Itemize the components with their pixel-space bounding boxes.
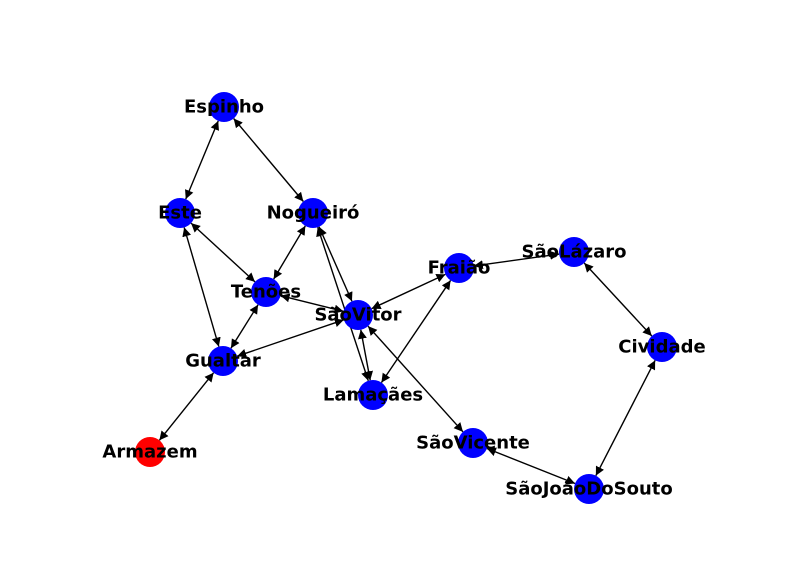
edge-sao-lazaro-cividade (583, 262, 653, 337)
edge-tenoes-sao-vitor (280, 293, 344, 314)
node-este (165, 198, 195, 228)
node-sao-lazaro (559, 237, 589, 267)
node-label-tenoes: Tenões (231, 282, 301, 303)
edge-sao-vicente-sao-joao-do-souto (486, 447, 576, 485)
nodes-layer (135, 92, 677, 504)
node-sao-joao-do-souto (574, 474, 604, 504)
node-label-este: Este (158, 203, 202, 224)
node-label-fraiao: Fraião (428, 258, 491, 279)
edge-este-tenoes (190, 222, 256, 283)
edge-lamacaes-fraiao (380, 280, 452, 383)
node-label-lamacaes: Lamaçães (323, 385, 423, 406)
node-tenoes (251, 277, 281, 307)
node-espinho (209, 92, 239, 122)
node-sao-vicente (458, 428, 488, 458)
edge-fraiao-sao-lazaro (473, 250, 560, 270)
edge-tenoes-gualtar (230, 304, 259, 349)
node-label-nogueiro: Nogueiró (267, 203, 360, 224)
node-gualtar (208, 346, 238, 376)
node-label-cividade: Cividade (618, 337, 705, 358)
node-label-armazem: Armazem (102, 442, 197, 463)
edge-gualtar-sao-vitor (236, 318, 345, 358)
node-label-sao-lazaro: SãoLázaro (522, 242, 627, 263)
edge-gualtar-armazem (158, 372, 215, 441)
node-sao-vitor (343, 300, 373, 330)
edge-sao-vitor-sao-vicente (367, 325, 464, 433)
node-fraiao (444, 253, 474, 283)
node-cividade (647, 332, 677, 362)
node-label-espinho: Espinho (184, 97, 264, 118)
node-lamacaes (358, 380, 388, 410)
edges-layer (158, 118, 656, 485)
node-nogueiro (298, 198, 328, 228)
node-label-sao-vitor: SãoVitor (314, 305, 401, 326)
edge-espinho-nogueiro (233, 118, 304, 202)
node-label-sao-vicente: SãoVicente (416, 433, 530, 454)
node-armazem (135, 437, 165, 467)
node-label-sao-joao-do-souto: SãoJoãoDoSouto (505, 479, 672, 500)
edge-nogueiro-tenoes (273, 225, 306, 280)
node-label-gualtar: Gualtar (185, 351, 261, 372)
edge-nogueiro-sao-vitor (318, 226, 353, 302)
edge-espinho-este (185, 120, 219, 200)
edge-este-gualtar (182, 227, 221, 347)
edge-cividade-sao-joao-do-souto (595, 360, 656, 476)
